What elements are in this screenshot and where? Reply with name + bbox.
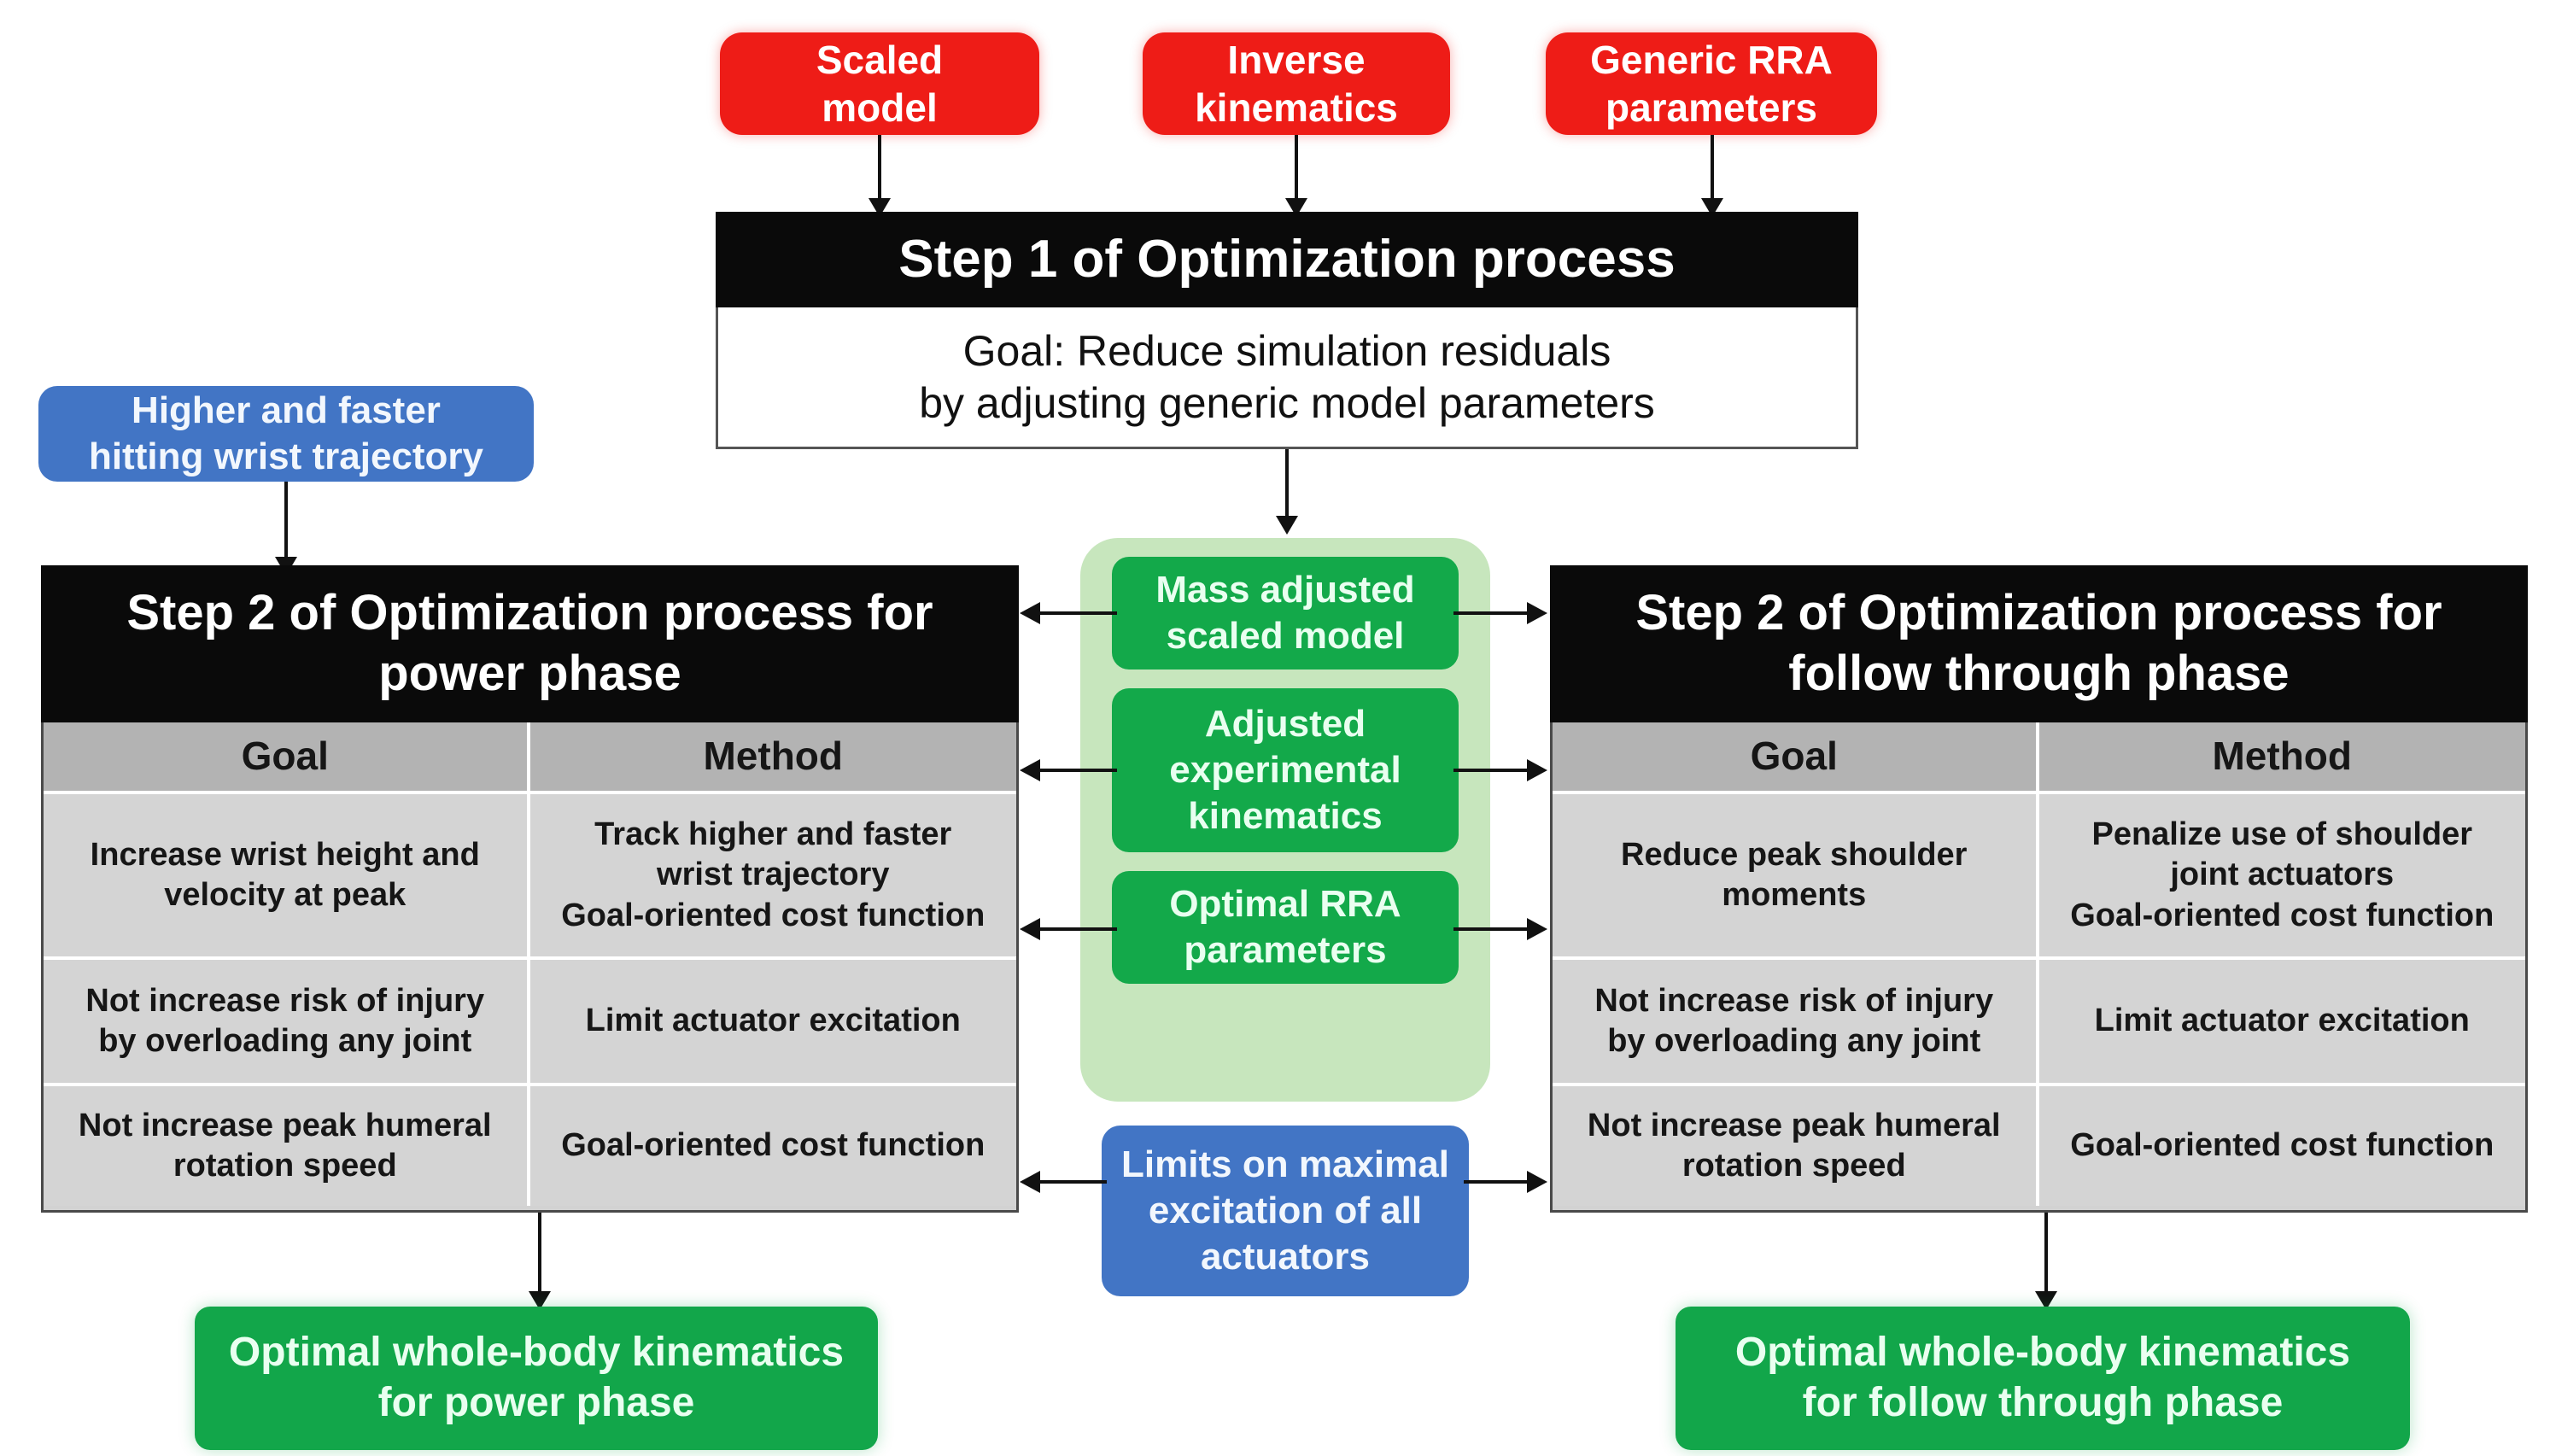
connector-actuator-limits-to-power <box>1040 1180 1107 1184</box>
arrowhead-power-table-to-output <box>529 1291 551 1310</box>
arrowhead-follow-table-to-output <box>2035 1291 2057 1310</box>
arrowhead-actuator-limits-to-power <box>1020 1171 1040 1193</box>
arrowhead-shared2-to-follow <box>1527 918 1547 940</box>
connector-scaled-model-to-step1 <box>878 135 881 203</box>
power-phase-row2-method: Goal-oriented cost function <box>561 1127 985 1164</box>
arrowhead-actuator-limits-to-follow <box>1527 1171 1547 1193</box>
follow-through-row2-method: Goal-oriented cost function <box>2070 1127 2494 1164</box>
connector-shared0-to-follow <box>1453 611 1530 615</box>
arrowhead-step1-to-shared <box>1276 516 1298 535</box>
connector-shared2-to-power <box>1040 927 1117 931</box>
connector-step1-to-shared <box>1285 449 1289 521</box>
power-phase-row1-method: Limit actuator excitation <box>585 1003 961 1039</box>
follow-through-row1-method: Limit actuator excitation <box>2094 1003 2470 1039</box>
power-phase-col-method: Method <box>703 734 843 779</box>
follow-through-col-goal: Goal <box>1553 722 2039 791</box>
step1-header-label: Step 1 of Optimization process <box>898 230 1676 289</box>
arrowhead-shared1-to-follow <box>1527 759 1547 781</box>
connector-shared1-to-power <box>1040 769 1117 772</box>
connector-actuator-limits-to-follow <box>1464 1180 1530 1184</box>
follow-through-col-method: Method <box>2212 734 2352 779</box>
connector-shared1-to-follow <box>1453 769 1530 772</box>
step1-header: Step 1 of Optimization process <box>716 212 1858 307</box>
connector-generic-rra-to-step1 <box>1711 135 1714 203</box>
arrowhead-shared1-to-power <box>1020 759 1040 781</box>
connector-shared2-to-follow <box>1453 927 1530 931</box>
connector-wrist-trajectory-to-power-step2 <box>284 482 288 564</box>
power-phase-col-goal: Goal <box>44 722 530 791</box>
connector-inverse-kinematics-to-step1 <box>1295 135 1298 203</box>
follow-through-table-header-row: Goal Method <box>1553 722 2525 794</box>
connector-follow-table-to-output <box>2044 1213 2048 1296</box>
arrowhead-shared0-to-power <box>1020 602 1040 624</box>
arrowhead-shared2-to-power <box>1020 918 1040 940</box>
connector-shared0-to-power <box>1040 611 1117 615</box>
arrowhead-shared0-to-follow <box>1527 602 1547 624</box>
power-phase-table-header-row: Goal Method <box>44 722 1016 794</box>
connector-power-table-to-output <box>538 1213 541 1296</box>
